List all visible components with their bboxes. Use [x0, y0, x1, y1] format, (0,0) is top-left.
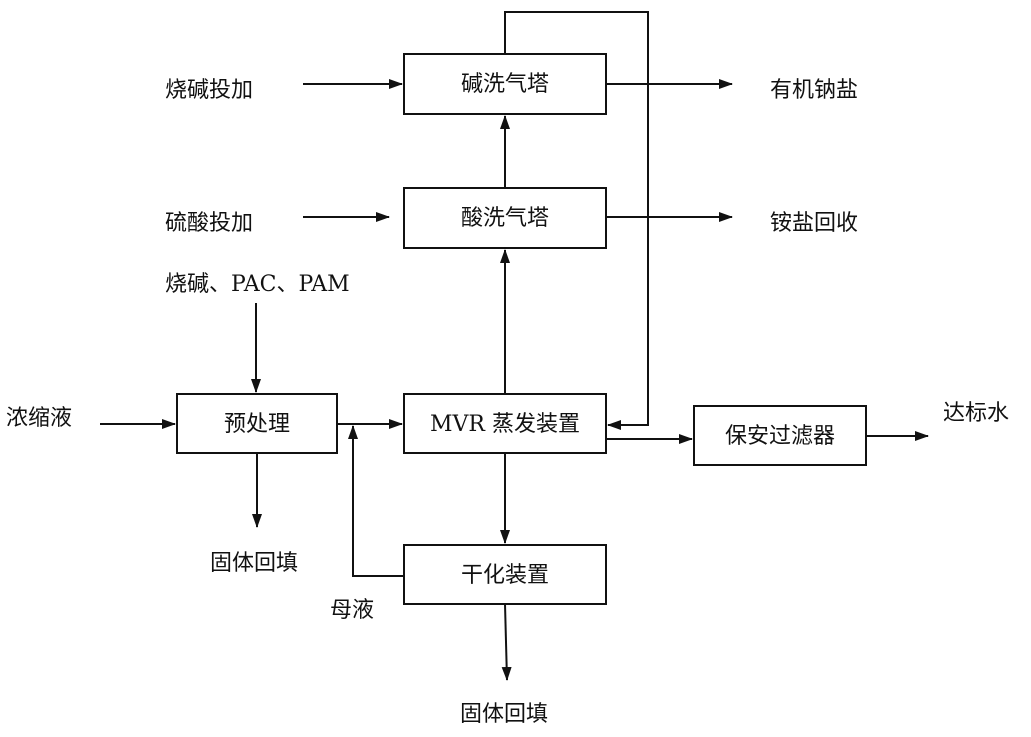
security-filter-node: 保安过滤器 [693, 405, 867, 466]
mvr-evaporator-node: MVR 蒸发装置 [403, 393, 607, 454]
alkali-tower-recycle-line [504, 11, 649, 430]
caustic-dosing-label: 烧碱投加 [165, 78, 253, 103]
drying-device-label: 干化装置 [461, 563, 549, 588]
pretreatment-label: 预处理 [224, 412, 290, 437]
drying-solids-arrow [501, 603, 512, 681]
alkali-wash-tower-node: 碱洗气塔 [403, 53, 607, 115]
mother-liquor-label: 母液 [330, 598, 374, 623]
acid-wash-tower-node: 酸洗气塔 [403, 187, 607, 249]
ammonium-salt-recovery-label: 铵盐回收 [770, 211, 858, 236]
acid-dosing-label: 硫酸投加 [165, 211, 253, 236]
solid-backfill-label-1: 固体回填 [210, 551, 298, 576]
acid-wash-tower-label: 酸洗气塔 [461, 206, 549, 231]
drying-device-node: 干化装置 [403, 544, 607, 605]
organic-sodium-salt-label: 有机钠盐 [770, 78, 858, 103]
pretreatment-node: 预处理 [176, 393, 338, 454]
alkali-wash-tower-label: 碱洗气塔 [461, 72, 549, 97]
mvr-evaporator-label: MVR 蒸发装置 [430, 412, 580, 437]
standard-water-label: 达标水 [943, 401, 1009, 426]
security-filter-label: 保安过滤器 [725, 424, 835, 449]
mother-liquor-return-line [348, 425, 404, 577]
concentrate-label: 浓缩液 [6, 406, 72, 431]
solid-backfill-label-2: 固体回填 [460, 702, 548, 727]
reagents-label: 烧碱、PAC、PAM [165, 272, 350, 297]
